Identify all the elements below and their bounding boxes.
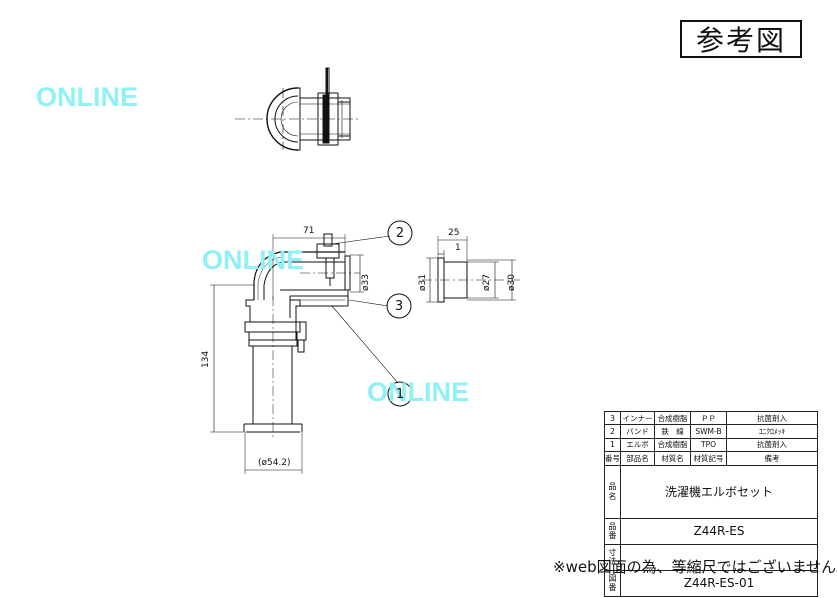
dim-dia-54: (ø54.2) bbox=[258, 458, 291, 468]
dim-width-1: 1 bbox=[455, 243, 461, 253]
drawing-no: Z44R-ES-01 bbox=[620, 569, 818, 597]
header-symbol: 材質記号 bbox=[690, 451, 727, 466]
parts-title-block: 3 インナー 合成樹脂 ＰＰ 抗菌剤入 2 バンド 鉄 線 SWM-B ﾕﾆｸﾛ… bbox=[604, 410, 818, 597]
table-row: 3 インナー 合成樹脂 ＰＰ 抗菌剤入 bbox=[604, 410, 818, 426]
product-name: 洗濯機エルボセット bbox=[620, 464, 818, 519]
part-remarks: 抗菌剤入 bbox=[726, 437, 818, 453]
table-header-row: 番号 部品名 材質名 材質記号 備考 bbox=[604, 451, 818, 466]
part-material: 合成樹脂 bbox=[654, 437, 691, 453]
part-no: 2 bbox=[604, 424, 621, 439]
top-view bbox=[235, 67, 360, 151]
part-name: バンド bbox=[620, 424, 655, 439]
part-remarks: 抗菌剤入 bbox=[726, 410, 818, 426]
table-row: 1 エルボ 合成樹脂 TPO 抗菌剤入 bbox=[604, 437, 818, 453]
dimension-label: 寸法 bbox=[604, 543, 621, 571]
header-name: 部品名 bbox=[620, 451, 655, 466]
header-remarks: 備考 bbox=[726, 451, 818, 466]
dim-dia-33: ø33 bbox=[361, 274, 371, 291]
part-remarks: ﾕﾆｸﾛﾒｯｷ bbox=[726, 424, 818, 439]
product-name-label: 品名 bbox=[604, 464, 621, 519]
watermark: ONLINE bbox=[202, 245, 305, 275]
dim-dia-27: ø27 bbox=[482, 274, 492, 291]
part-name: インナー bbox=[620, 410, 655, 426]
part-material: 合成樹脂 bbox=[654, 410, 691, 426]
dim-height-134: 134 bbox=[201, 350, 211, 368]
dim-width-25: 25 bbox=[448, 228, 460, 238]
part-name: エルボ bbox=[620, 437, 655, 453]
product-code: Z44R-ES bbox=[620, 517, 818, 545]
part-symbol: TPO bbox=[690, 437, 727, 453]
dim-dia-30: ø30 bbox=[507, 274, 517, 291]
part-symbol: ＰＰ bbox=[690, 410, 727, 426]
watermark: ONLINE bbox=[367, 377, 470, 407]
inner-detail-view bbox=[422, 236, 520, 303]
front-view bbox=[210, 220, 413, 474]
part-no: 1 bbox=[604, 437, 621, 453]
table-row: 2 バンド 鉄 線 SWM-B ﾕﾆｸﾛﾒｯｷ bbox=[604, 424, 818, 439]
part-no: 3 bbox=[604, 410, 621, 426]
balloon-3: 3 bbox=[394, 299, 404, 314]
scale-note: ※web図面の為、等縮尺ではございません。 bbox=[553, 558, 837, 576]
balloon-1: 1 bbox=[395, 387, 405, 402]
part-symbol: SWM-B bbox=[690, 424, 727, 439]
header-no: 番号 bbox=[604, 451, 621, 466]
header-material: 材質名 bbox=[654, 451, 691, 466]
balloon-2: 2 bbox=[395, 226, 405, 241]
dim-dia-31: ø31 bbox=[418, 274, 428, 291]
watermark: ONLINE bbox=[36, 82, 139, 112]
part-material: 鉄 線 bbox=[654, 424, 691, 439]
dim-width-71: 71 bbox=[303, 226, 315, 236]
reference-drawing-stamp: 参考図 bbox=[680, 20, 802, 58]
product-code-label: 品番 bbox=[604, 517, 621, 545]
